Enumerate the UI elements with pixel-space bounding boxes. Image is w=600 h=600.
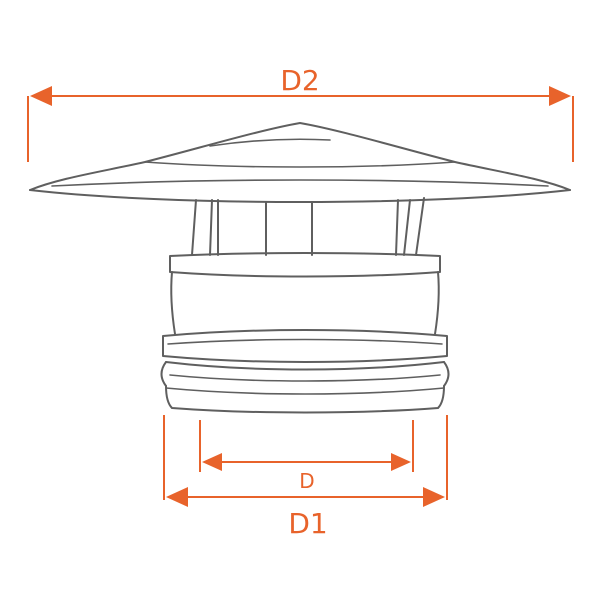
d-label: D <box>299 469 314 493</box>
d2-label: D2 <box>280 64 319 97</box>
pipe-side-left <box>170 271 176 335</box>
pipe-side-right <box>434 271 440 335</box>
d1-label: D1 <box>288 507 327 540</box>
cap-rim-bead <box>144 161 456 168</box>
pipe-ring <box>160 361 167 387</box>
pipe-ring <box>165 361 445 371</box>
d1-arrow-left <box>166 487 188 507</box>
d-arrow-right <box>391 453 411 471</box>
pipe-bottom-edge <box>165 385 445 414</box>
support-leg <box>191 199 197 256</box>
pipe-ring-inner <box>169 374 441 382</box>
pipe-band <box>162 329 448 363</box>
pipe-body <box>160 252 450 414</box>
cap-cone-line <box>209 138 331 147</box>
pipe-ring <box>443 361 450 387</box>
pipe-bottom-inner <box>165 387 445 395</box>
support-leg <box>209 199 213 256</box>
cap-brim-bottom <box>29 189 571 203</box>
cap-hood <box>29 122 571 203</box>
support-leg <box>395 199 399 256</box>
pipe-band-groove <box>167 338 443 345</box>
dimension-d2: D2 <box>27 64 574 162</box>
support-leg <box>415 197 425 256</box>
dimension-d1: D1 <box>163 415 448 540</box>
support-legs <box>191 197 425 256</box>
cap-brim-inner <box>51 179 549 187</box>
d2-arrow-right <box>549 86 571 106</box>
dimension-d: D <box>199 420 414 493</box>
cap-top-outline <box>29 122 571 191</box>
d1-arrow-right <box>423 487 445 507</box>
support-leg <box>403 199 411 256</box>
d-arrow-left <box>202 453 222 471</box>
d2-arrow-left <box>30 86 52 106</box>
pipe-collar-top <box>169 252 441 278</box>
